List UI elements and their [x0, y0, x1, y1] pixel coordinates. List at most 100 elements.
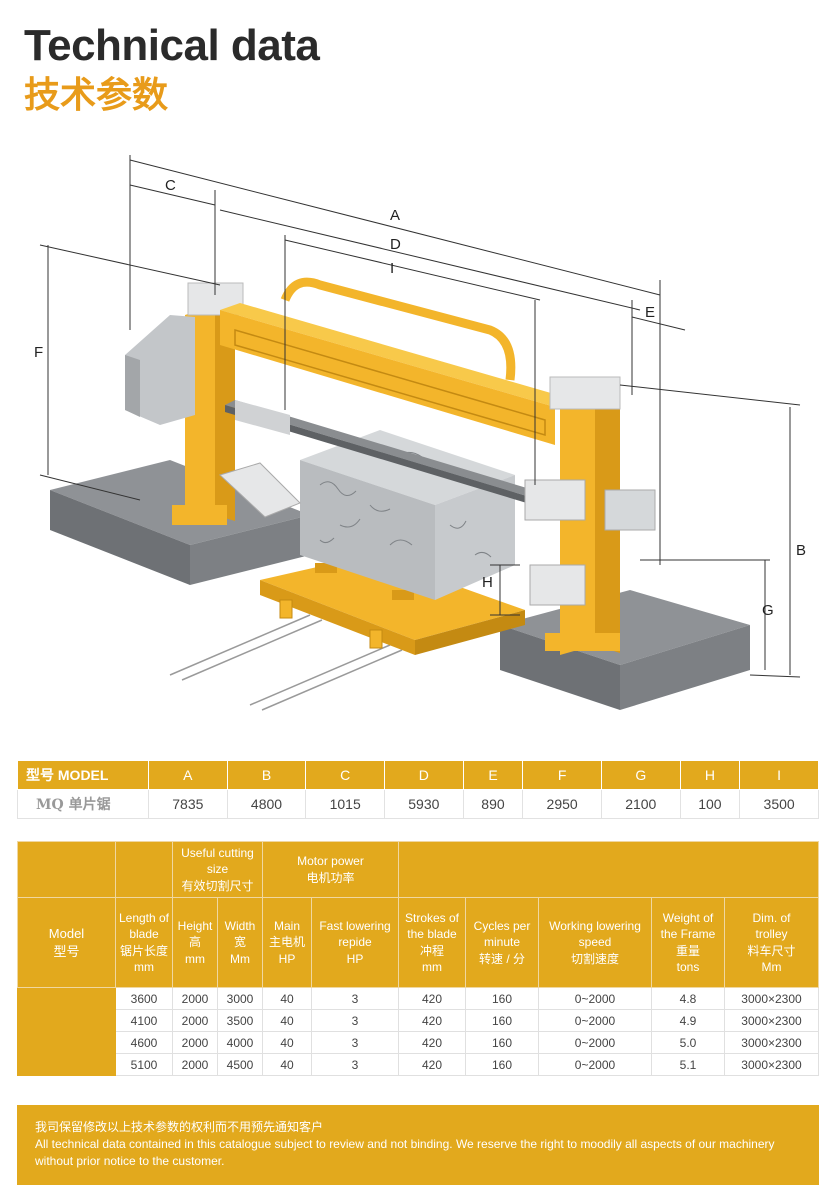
table-cell: 40	[262, 1009, 312, 1032]
model-header: Model 型号	[17, 897, 116, 988]
label-f: F	[34, 344, 43, 361]
table-cell: 420	[398, 1009, 466, 1032]
table-cell: 3000×2300	[724, 1009, 819, 1032]
label-i: I	[390, 260, 394, 277]
spec-group-row: Useful cutting size 有效切割尺寸 Motor power 电…	[17, 841, 819, 898]
page-title-zh: 技术参数	[24, 75, 169, 116]
table-cell: 420	[398, 1053, 466, 1076]
table-cell: 4100	[115, 1009, 173, 1032]
dimensions-table: 型号 MODEL A B C D E F G H I MQ 单片锯 7835 4…	[17, 760, 819, 819]
label-h: H	[482, 574, 493, 591]
table-cell: 4600	[115, 1031, 173, 1054]
table-cell: 4500	[217, 1053, 263, 1076]
table-cell: 420	[398, 1031, 466, 1054]
rails	[169, 614, 403, 711]
motor-housing	[125, 315, 195, 425]
label-c: C	[165, 177, 176, 194]
table-cell: 3500	[217, 1009, 263, 1032]
table-cell: 5.0	[651, 1031, 725, 1054]
table-cell: 2000	[172, 1031, 218, 1054]
table-cell: 0~2000	[538, 987, 652, 1010]
notice-zh: 我司保留修改以上技术参数的权利而不用预先通知客户	[35, 1120, 324, 1134]
table-cell: 2000	[172, 1053, 218, 1076]
table-cell: 2000	[172, 987, 218, 1010]
table-cell: 7835	[148, 789, 228, 819]
blank-header	[115, 841, 173, 898]
label-b: B	[796, 542, 806, 559]
left-base	[50, 460, 310, 585]
table-cell: 3	[311, 987, 399, 1010]
arch-frame	[280, 277, 516, 381]
col-header: G	[600, 760, 681, 790]
table-cell: 5100	[115, 1053, 173, 1076]
table-cell: 3	[311, 1009, 399, 1032]
table-cell: 40	[262, 987, 312, 1010]
table-row: 4600 2000 4000 40 3 420 160 0~2000 5.0 3…	[18, 1031, 819, 1054]
col-header: B	[226, 760, 307, 790]
label-e: E	[645, 304, 655, 321]
table-cell: 1015	[305, 789, 386, 819]
table-cell: 3	[311, 1053, 399, 1076]
col-header: C	[305, 760, 386, 790]
table-cell: 0~2000	[538, 1009, 652, 1032]
table-cell: 4000	[217, 1031, 263, 1054]
notice-en: All technical data contained in this cat…	[35, 1136, 775, 1168]
table-cell: 160	[465, 1009, 539, 1032]
col-header: I	[739, 760, 819, 790]
table-cell: 3500	[739, 789, 819, 819]
main-beam	[220, 303, 575, 445]
table-cell: 0~2000	[538, 1053, 652, 1076]
label-a: A	[390, 207, 400, 224]
table-cell: 2100	[600, 789, 681, 819]
table-cell: 5.1	[651, 1053, 725, 1076]
table-cell: 4.8	[651, 987, 725, 1010]
dimension-lines	[39, 155, 801, 678]
table-cell: 160	[465, 1053, 539, 1076]
col-header: H	[679, 760, 741, 790]
model-blank-cell	[17, 987, 116, 1076]
model-cell: MQ 单片锯	[17, 789, 149, 819]
motor-power-group: Motor power 电机功率	[262, 841, 399, 898]
dimensions-header-row: 型号 MODEL A B C D E F G H I	[17, 760, 819, 790]
label-g: G	[762, 602, 774, 619]
table-cell: 100	[679, 789, 741, 819]
cutting-size-group: Useful cutting size 有效切割尺寸	[172, 841, 263, 898]
table-cell: 2950	[522, 789, 602, 819]
spec-table: Useful cutting size 有效切割尺寸 Motor power 电…	[17, 841, 819, 1076]
table-cell: 3	[311, 1031, 399, 1054]
table-cell: 0~2000	[538, 1031, 652, 1054]
table-cell: 420	[398, 987, 466, 1010]
table-row: 5100 2000 4500 40 3 420 160 0~2000 5.1 3…	[18, 1053, 819, 1076]
table-cell: 4800	[226, 789, 307, 819]
col-header: D	[384, 760, 464, 790]
page-title: Technical data	[24, 21, 320, 70]
table-cell: 40	[262, 1031, 312, 1054]
right-column	[524, 376, 656, 655]
table-row: 4100 2000 3500 40 3 420 160 0~2000 4.9 3…	[18, 1009, 819, 1032]
table-cell: 890	[462, 789, 524, 819]
blank-header	[398, 841, 819, 898]
table-cell: 4.9	[651, 1009, 725, 1032]
table-cell: 3600	[115, 987, 173, 1010]
label-d: D	[390, 236, 401, 253]
table-cell: 160	[465, 987, 539, 1010]
table-cell: 3000×2300	[724, 1053, 819, 1076]
blank-header	[17, 841, 116, 898]
table-cell: 3000×2300	[724, 1031, 819, 1054]
table-cell: 2000	[172, 1009, 218, 1032]
left-cylinder	[219, 400, 301, 518]
machine-diagram: A B C D I E F G H	[34, 155, 806, 711]
table-cell: 3000×2300	[724, 987, 819, 1010]
notice-box: 我司保留修改以上技术参数的权利而不用预先通知客户 All technical d…	[17, 1105, 819, 1185]
model-header: 型号 MODEL	[17, 760, 149, 790]
